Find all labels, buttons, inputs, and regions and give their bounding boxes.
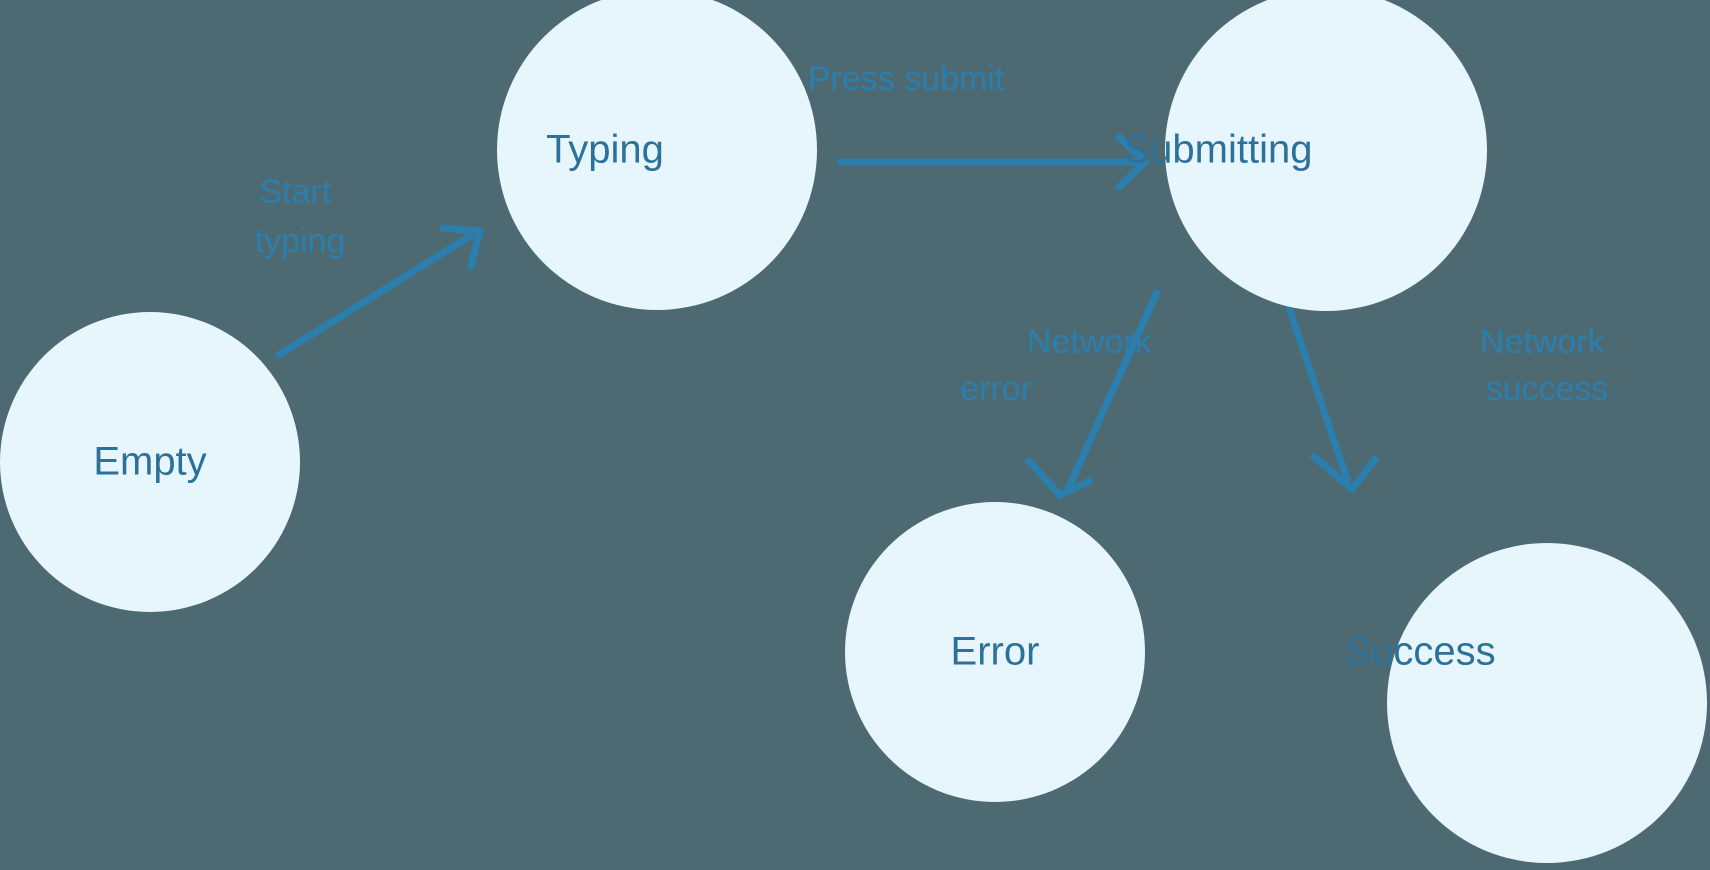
node-label-success: Success <box>1344 630 1495 674</box>
node-label-submitting: Submitting <box>1124 128 1313 172</box>
node-error[interactable]: Error <box>845 502 1145 802</box>
edge-label-line-0: Start <box>259 173 331 211</box>
edge-label-line-0: Network <box>1480 323 1606 361</box>
edge-line-submitting-to-success <box>1279 288 1352 484</box>
node-success[interactable]: Success <box>1344 543 1707 863</box>
edge-submitting-to-success: Network success <box>1279 288 1614 495</box>
edge-label-empty-to-typing: Start typing <box>255 173 346 260</box>
edge-submitting-to-error: Network error <box>960 288 1162 500</box>
edge-label-line-1: typing <box>255 222 346 260</box>
arrowhead-empty-to-typing <box>439 224 485 270</box>
edge-line-submitting-to-error <box>1064 288 1162 491</box>
edge-label-submitting-to-success: Network success <box>1480 323 1614 408</box>
edge-label-line-1: error <box>960 370 1032 408</box>
node-label-error: Error <box>951 630 1040 674</box>
node-circle-success[interactable] <box>1387 543 1707 863</box>
node-circle-empty[interactable] <box>0 312 300 612</box>
node-circle-error[interactable] <box>845 502 1145 802</box>
edge-label-line-1: success <box>1486 370 1609 408</box>
arrowhead-submitting-to-error <box>1024 456 1094 500</box>
node-submitting[interactable]: Submitting <box>1124 0 1487 311</box>
node-label-typing: Typing <box>546 128 664 172</box>
node-empty[interactable]: Empty <box>0 312 300 612</box>
arrowhead-submitting-to-success <box>1309 452 1380 495</box>
edge-label-submitting-to-error: Network error <box>960 323 1161 408</box>
edge-line-empty-to-typing <box>275 232 474 359</box>
node-typing[interactable]: Typing <box>497 0 817 310</box>
edge-label-line-0: Network <box>1027 323 1153 361</box>
arrowhead-typing-to-submitting <box>1114 132 1151 192</box>
node-circle-submitting[interactable] <box>1165 0 1487 311</box>
node-circle-typing[interactable] <box>497 0 817 310</box>
edge-typing-to-submitting: Press submit <box>808 60 1151 192</box>
edge-label-typing-to-submitting: Press submit <box>808 60 1005 98</box>
edge-empty-to-typing: Start typing <box>255 173 485 359</box>
node-label-empty: Empty <box>93 440 206 484</box>
edge-label-line-0: Press submit <box>808 60 1005 98</box>
